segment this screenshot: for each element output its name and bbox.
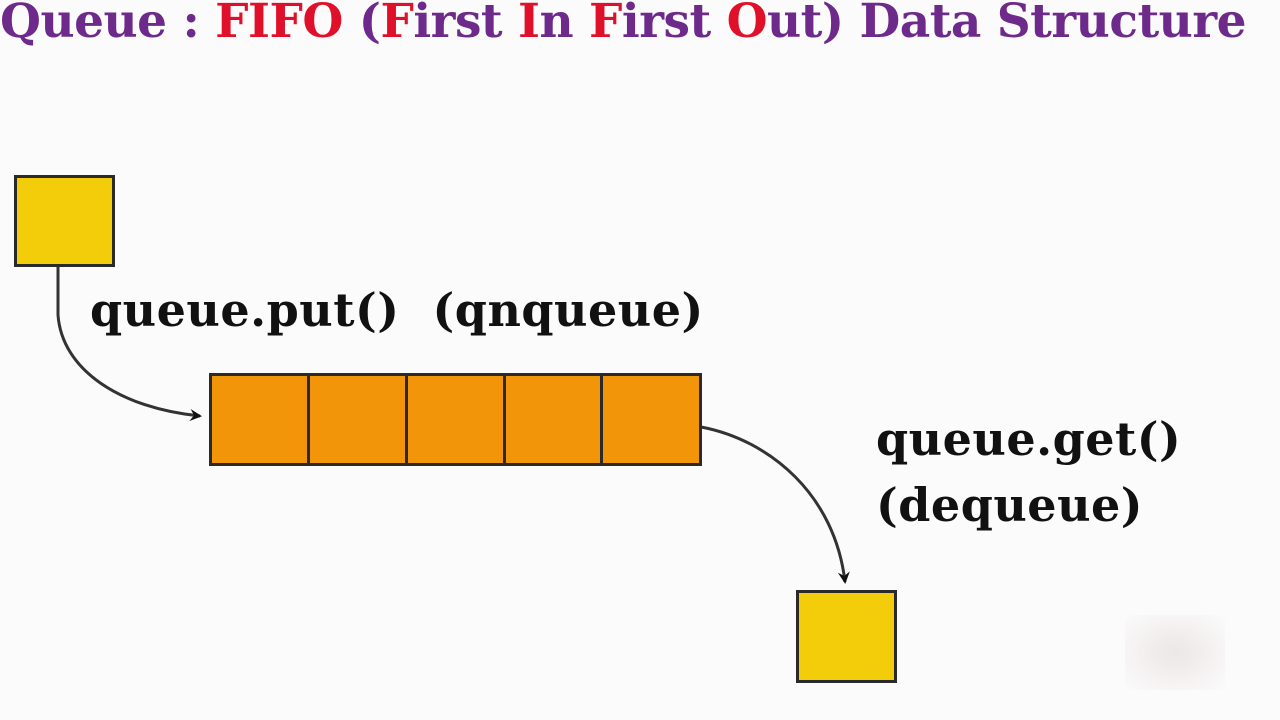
enqueue-label: queue.put() (qnqueue) (90, 283, 704, 337)
title-part: n (539, 0, 590, 49)
queue-container (209, 373, 702, 466)
title-part: I (517, 0, 540, 49)
title-part: ut) Data Structure (767, 0, 1246, 49)
title-part: irst (621, 0, 727, 49)
watermark (1125, 615, 1225, 690)
title-prefix: Queue : (0, 0, 216, 49)
title-part: irst (413, 0, 518, 49)
title-part: ( (342, 0, 381, 49)
title-part: O (726, 0, 768, 49)
queue-cell (506, 376, 603, 463)
queue-cell (212, 376, 310, 463)
dequeue-label-line2: (dequeue) (876, 478, 1144, 532)
queue-cell (603, 376, 699, 463)
dequeue-label-line1: queue.get() (876, 412, 1182, 466)
queue-cell (310, 376, 408, 463)
enqueue-arrow (56, 266, 202, 421)
queue-cell (408, 376, 506, 463)
title-part: F (380, 0, 414, 49)
input-item-box (14, 175, 115, 267)
output-item-box (796, 590, 897, 683)
page-title: Queue : FIFO (First In First Out) Data S… (0, 0, 1246, 49)
title-part: F (589, 0, 622, 49)
dequeue-arrow (700, 425, 850, 584)
title-part: FIFO (215, 0, 343, 49)
